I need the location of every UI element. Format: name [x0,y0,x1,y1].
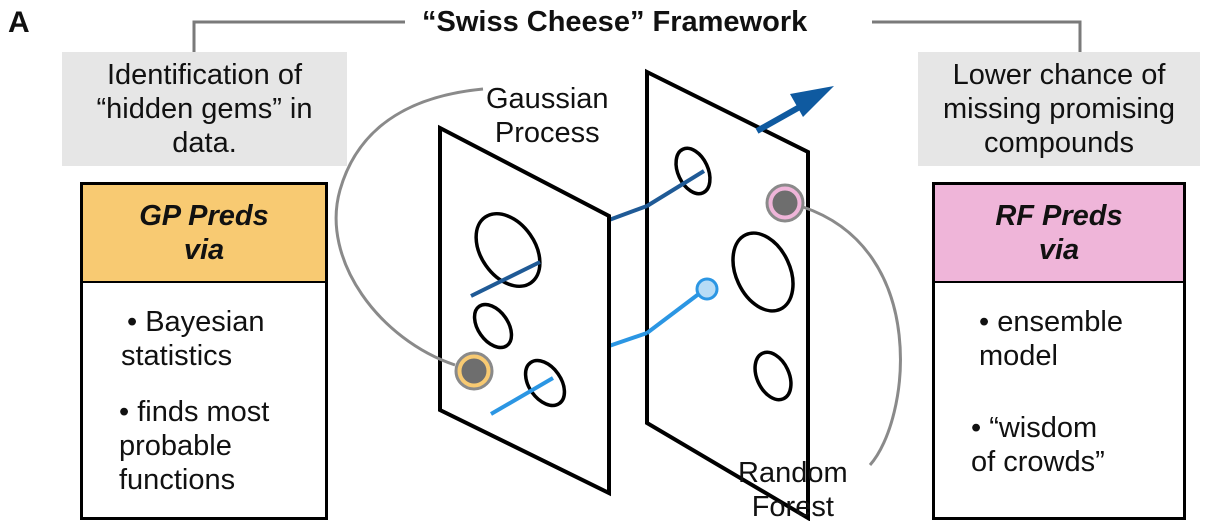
random-forest-label-line: Random [738,457,848,489]
gp-bullet-line: functions [119,464,236,496]
random-forest-label: Random Forest [738,456,848,524]
title-bracket-left [192,20,405,52]
gp-hole-marker [456,353,492,389]
light-blue-ray-end [695,277,719,301]
gp-bullet-line: • Bayesian [127,306,265,338]
front-hole [474,212,542,288]
gp-bullet: • Bayesian statistics [121,305,265,373]
gp-preds-title: GP Preds [139,200,269,232]
gaussian-process-label-line: Gaussian [486,83,609,115]
gp-benefit-line: Identification of [106,59,303,91]
rf-hole-marker [767,185,803,221]
combined-benefit-line: missing promising [942,93,1176,125]
rf-preds-title: RF Preds [995,200,1123,232]
gp-hole-marker-ring [454,351,494,391]
gp-preds-header: GP Preds via [83,185,325,283]
output-arrow-shaft [755,101,807,134]
gp-benefit-note: Identification of “hidden gems” in data. [62,52,347,166]
gp-preds-via: via [183,234,225,266]
rf-bullet-line: of crowds” [971,446,1105,478]
gp-connector [334,87,484,367]
rf-bullet: • ensemble model [979,305,1123,373]
rf-bullet-line: • “wisdom [971,412,1098,444]
gp-bullet-line: probable [119,430,232,462]
panel-letter: A [8,6,30,39]
rf-preds-header: RF Preds via [935,185,1183,283]
gp-bullet-line: statistics [121,340,233,372]
random-forest-label-line: Forest [751,491,834,523]
rf-bullet: • “wisdom of crowds” [971,411,1105,479]
gaussian-process-label-line: Process [494,117,600,149]
gp-benefit-line: “hidden gems” in [96,93,313,125]
gaussian-process-label: Gaussian Process [486,82,609,150]
diagram-title: “Swiss Cheese” Framework [422,6,808,38]
gp-preds-box: GP Preds via • Bayesian statistics • fin… [80,182,328,520]
dark-blue-ray-back [645,169,706,208]
front-slice [438,124,611,497]
dark-blue-ray-mid [608,204,648,222]
rf-bullet-line: • ensemble [979,306,1123,338]
gp-bullet-line: • finds most [119,396,270,428]
rf-hole-marker-ring [765,183,805,223]
rf-connector [802,205,902,466]
light-blue-ray-front [489,376,555,416]
gp-bullet: • finds most probable functions [119,395,269,497]
light-blue-ray-mid [608,331,648,348]
rf-bullet-line: model [979,340,1058,372]
back-hole [753,350,793,402]
output-arrow-head [790,86,834,117]
gp-benefit-line: data. [172,127,237,159]
combined-benefit-note: Lower chance of missing promising compou… [918,52,1200,166]
dark-blue-ray-front [470,260,541,298]
combined-benefit-line: Lower chance of [952,59,1166,91]
back-slice [645,68,810,521]
front-hole [472,302,514,350]
combined-benefit-line: compounds [984,127,1134,159]
rf-preds-via: via [1038,234,1080,266]
title-bracket-right [872,20,1082,52]
back-hole [674,146,712,196]
rf-preds-box: RF Preds via • ensemble model • “wisdom … [932,182,1186,520]
back-hole [731,231,795,313]
light-blue-ray-back [645,291,702,335]
